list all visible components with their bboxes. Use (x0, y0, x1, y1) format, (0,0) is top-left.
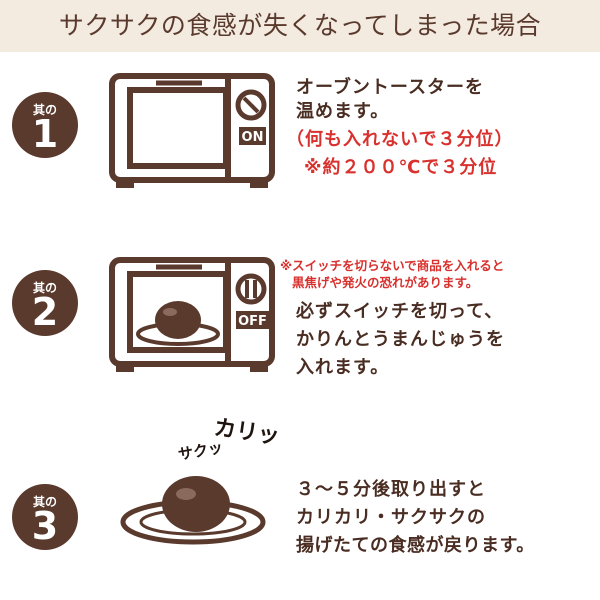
badge-number: 1 (31, 112, 59, 156)
step1-text-line-1: オーブントースターを (296, 77, 485, 98)
header-bar: サクサクの食感が失くなってしまった場合 (0, 0, 600, 52)
oven-on-icon: ON (109, 73, 275, 188)
step-badge-3: 其の 3 (12, 484, 78, 550)
step2-text-line-3: 入れます。 (296, 357, 390, 378)
step2-text-line-1: 必ずスイッチを切って、 (296, 301, 504, 322)
step3-text-line-2: カリカリ・サクサクの (296, 507, 486, 528)
sfx-kari: カリッ (212, 415, 282, 450)
badge-label: 其の (32, 495, 57, 509)
page-title: サクサクの食感が失くなってしまった場合 (58, 11, 542, 40)
step3-text-line-3: 揚げたての食感が戻ります。 (296, 535, 535, 556)
step2-warning-line-1: ※スイッチを切らないで商品を入れると (280, 258, 505, 273)
badge-number: 3 (31, 504, 59, 548)
oven-on-label: ON (242, 130, 264, 145)
step1-note-line-2: ※約２００℃で３分位 (304, 157, 498, 178)
badge-number: 2 (31, 290, 59, 334)
sfx-saku: サクッ (176, 438, 225, 464)
plate-with-manju-icon (120, 476, 266, 545)
oven-off-icon: OFF (109, 257, 275, 372)
step-badge-2: 其の 2 (12, 270, 78, 336)
badge-label: 其の (32, 281, 57, 295)
step3-text-line-1: ３～５分後取り出すと (296, 479, 486, 500)
step-badge-1: 其の 1 (12, 92, 78, 158)
step2-warning-line-2: 黒焦げや発火の恐れがあります。 (292, 275, 479, 290)
step1-note-line-1: （何も入れないで３分位） (286, 129, 514, 150)
badge-label: 其の (32, 103, 57, 117)
step2-text-line-2: かりんとうまんじゅうを (296, 329, 505, 350)
step1-text-line-2: 温めます。 (296, 101, 390, 122)
oven-off-label: OFF (238, 314, 267, 329)
